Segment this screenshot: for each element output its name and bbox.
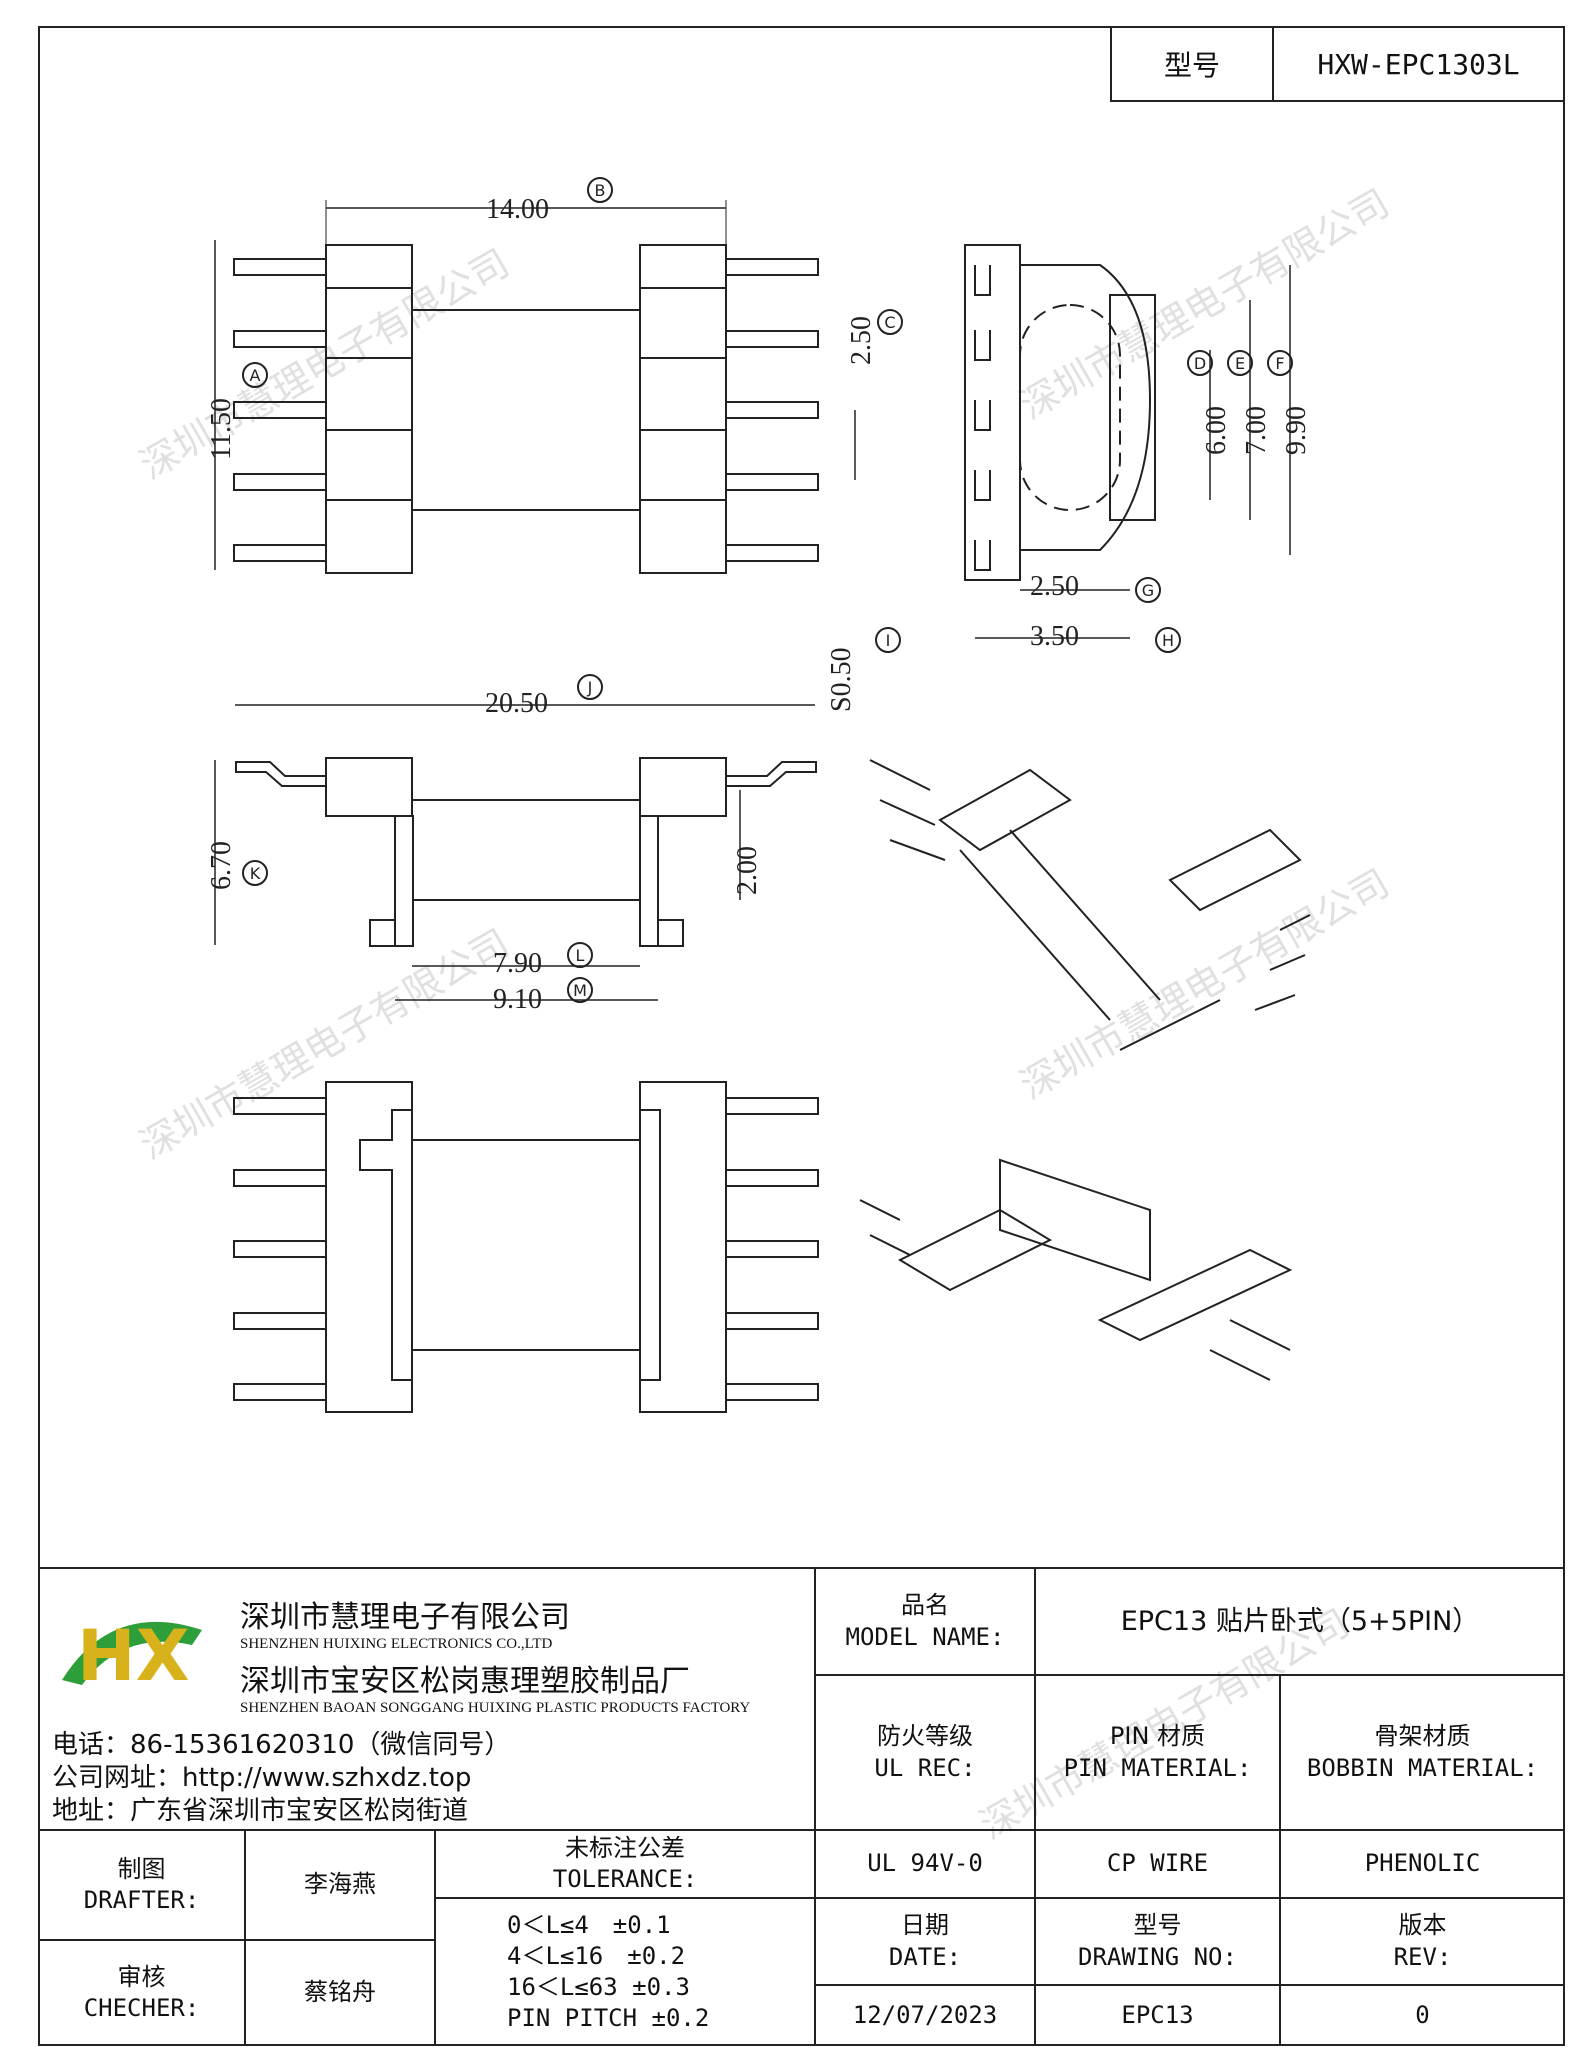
isometric-view-bottom xyxy=(859,1158,1293,1381)
watermark: 深圳市慧理电子有限公司 xyxy=(133,241,517,488)
dimension-marker-l: L xyxy=(567,942,593,968)
drafter-name: 李海燕 xyxy=(304,1870,376,1899)
company-website[interactable]: 公司网址：http://www.szhxdz.top xyxy=(52,1763,472,1793)
dimension-marker-a: A xyxy=(242,362,268,388)
dim-n: 2.00 xyxy=(732,846,763,895)
ul-value: UL 94V-0 xyxy=(867,1849,983,1878)
company-address: 地址：广东省深圳市宝安区松岗街道 xyxy=(52,1796,469,1826)
side-view xyxy=(964,244,1291,639)
dim-c: 2.50 xyxy=(846,316,877,365)
dim-g: 2.50 xyxy=(1030,571,1079,602)
company-phone: 电话：86-15361620310（微信同号） xyxy=(52,1730,511,1760)
svg-text:I: I xyxy=(886,631,891,650)
svg-text:G: G xyxy=(1142,581,1154,600)
svg-text:HX: HX xyxy=(77,1615,190,1697)
svg-text:F: F xyxy=(1275,354,1284,373)
model-value: HXW-EPC1303L xyxy=(1317,47,1520,81)
tolerance-item: 16＜L≤63 ±0.3 xyxy=(507,1973,690,2001)
model-name-value: EPC13 贴片卧式（5+5PIN） xyxy=(1120,1605,1480,1637)
dim-h: 3.50 xyxy=(1030,621,1079,652)
dimension-marker-j: J xyxy=(577,674,603,700)
company-logo-icon: HX xyxy=(62,1615,202,1697)
dim-i: S0.50 xyxy=(826,647,857,712)
dimension-marker-e: E xyxy=(1227,350,1253,376)
dim-f: 9.90 xyxy=(1281,406,1312,455)
dim-d: 6.00 xyxy=(1201,406,1232,455)
svg-text:C: C xyxy=(884,313,895,332)
bobbin-material-value: PHENOLIC xyxy=(1364,1849,1481,1878)
model-header: 型号 HXW-EPC1303L xyxy=(1110,26,1565,102)
svg-text:D: D xyxy=(1194,354,1206,373)
svg-text:J: J xyxy=(587,678,593,697)
bottom-view xyxy=(233,1081,819,1413)
model-label: 型号 xyxy=(1112,28,1274,100)
factory-name-cn: 深圳市宝安区松岗惠理塑胶制品厂 xyxy=(240,1664,690,1699)
svg-text:B: B xyxy=(595,181,606,200)
svg-text:M: M xyxy=(573,981,587,1000)
tolerance-list: 0＜L≤4 ±0.1 4＜L≤16 ±0.2 16＜L≤63 ±0.3 PIN … xyxy=(435,1898,815,2046)
watermark: 深圳市慧理电子有限公司 xyxy=(133,921,517,1168)
dimension-marker-f: F xyxy=(1267,350,1293,376)
company-name-cn: 深圳市慧理电子有限公司 xyxy=(240,1600,570,1635)
factory-name-en: SHENZHEN BAOAN SONGGANG HUIXING PLASTIC … xyxy=(240,1700,751,1716)
company-name-en: SHENZHEN HUIXING ELECTRONICS CO.,LTD xyxy=(240,1636,553,1652)
isometric-view-top xyxy=(869,759,1311,1051)
drawing-frame xyxy=(38,26,1565,2046)
dimension-marker-d: D xyxy=(1187,350,1213,376)
dimension-marker-k: K xyxy=(242,860,268,886)
drawing-no-value: EPC13 xyxy=(1121,2000,1194,2029)
front-view xyxy=(214,704,817,1001)
pin-material-value: CP WIRE xyxy=(1106,1849,1209,1878)
dimension-marker-c: C xyxy=(877,309,903,335)
svg-text:A: A xyxy=(250,366,261,385)
dim-b: 14.00 xyxy=(486,194,549,225)
dim-k: 6.70 xyxy=(206,841,237,890)
rev-value: 0 xyxy=(1415,2000,1430,2029)
tolerance-item: 4＜L≤16 ±0.2 xyxy=(507,1941,686,1970)
dim-e: 7.00 xyxy=(1241,406,1272,455)
svg-text:K: K xyxy=(250,864,261,883)
dimension-marker-i: I xyxy=(875,627,901,653)
dim-m: 9.10 xyxy=(493,984,542,1015)
svg-text:L: L xyxy=(576,946,585,965)
dimension-marker-b: B xyxy=(587,177,613,203)
checker-name: 蔡铭舟 xyxy=(304,1978,376,2007)
date-value: 12/07/2023 xyxy=(852,2000,998,2029)
dim-a: 11.50 xyxy=(206,398,237,460)
top-view xyxy=(214,200,856,574)
dimension-marker-m: M xyxy=(567,977,593,1003)
dimension-marker-h: H xyxy=(1155,627,1181,653)
svg-text:H: H xyxy=(1162,631,1174,650)
tolerance-item: PIN PITCH ±0.2 xyxy=(507,2004,710,2033)
dim-j: 20.50 xyxy=(485,688,548,719)
svg-text:E: E xyxy=(1235,354,1245,373)
dim-l: 7.90 xyxy=(493,948,542,979)
dimension-marker-g: G xyxy=(1135,577,1161,603)
tolerance-item: 0＜L≤4 ±0.1 xyxy=(507,1910,671,1939)
title-block-grid xyxy=(38,1567,1565,2046)
